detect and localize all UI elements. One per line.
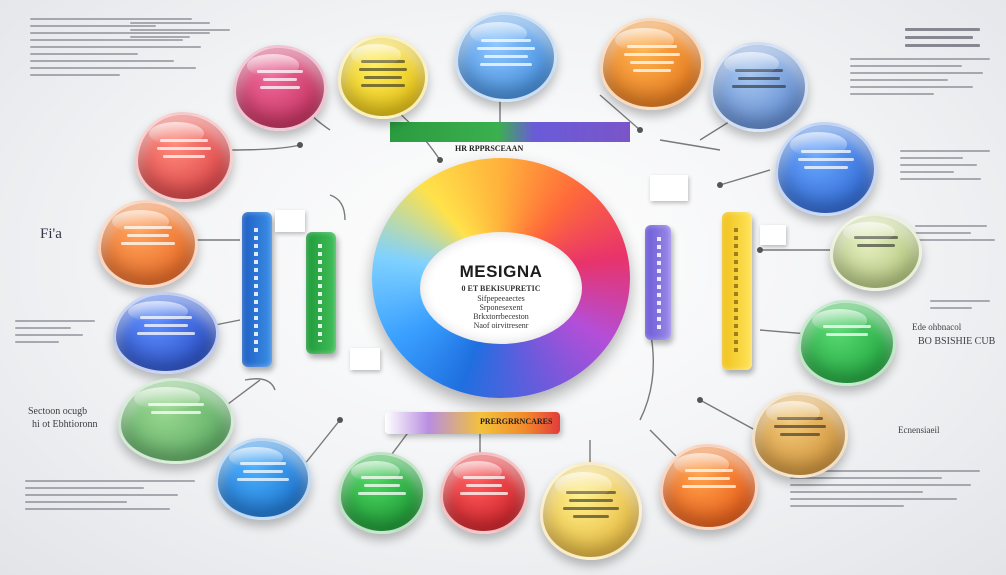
top-banner-text: HR RPPRSCEAAN [455, 144, 524, 153]
annotation-left-2: hi ot Ebhtioronn [32, 419, 98, 430]
text-block-header-right [905, 28, 980, 52]
note-card-4 [760, 225, 786, 245]
bubble-5 [710, 42, 808, 132]
annotation-left-1: Sectoon ocugb [28, 406, 88, 417]
center-title: MESIGNA [459, 262, 543, 281]
bubble-8 [775, 122, 877, 216]
center-subtitle-1: Sifpepeeaectes [477, 294, 525, 303]
text-block-right-lower [915, 225, 995, 246]
bubble-15 [338, 452, 426, 534]
pill-purple [645, 225, 671, 340]
center-subtitle-3: Brkxtorrbeceston [473, 312, 529, 321]
pill-green [306, 232, 336, 354]
annotation-right-2: Ede ohbnacol [912, 322, 962, 332]
top-banner-arrow [390, 122, 630, 142]
bubble-6 [135, 112, 233, 202]
center-core [420, 232, 582, 344]
bubble-9 [830, 213, 922, 291]
text-block-top-left-2 [130, 22, 230, 43]
note-card-2 [650, 175, 688, 201]
center-subtitle-0: 0 ET BEKISUPRETIC [461, 284, 541, 293]
text-block-right-mid [900, 150, 990, 185]
text-block-right-small [930, 300, 990, 314]
bottom-bar [385, 412, 560, 434]
text-block-bottom-left [25, 480, 195, 515]
bubble-4 [600, 18, 704, 110]
pill-yellow [722, 212, 752, 370]
bubble-13 [752, 392, 848, 478]
bubble-11 [798, 300, 896, 386]
bubble-10 [113, 292, 219, 374]
bottom-bar-text: PRERGRRNCARES [480, 417, 553, 426]
note-card-3 [350, 348, 380, 370]
annotation-left-top: Fi'a [40, 226, 62, 242]
center-subtitle-2: Srponesexent [479, 303, 523, 312]
text-block-top-left [30, 18, 210, 81]
bubble-17 [540, 462, 642, 560]
bubble-18 [660, 444, 758, 530]
center-subtitle-4: Naof oirvitresenr [473, 321, 529, 330]
text-block-top-right [850, 58, 990, 100]
bubble-2 [338, 35, 428, 119]
annotation-right-1: BO BSISHIE CUB [918, 336, 996, 347]
bubble-3 [455, 12, 557, 102]
annotation-right-3: Ecnensiaeil [898, 425, 940, 435]
bubble-16 [440, 452, 528, 534]
bubble-12 [118, 378, 234, 464]
note-card-1 [275, 210, 305, 232]
bubble-1 [233, 45, 327, 131]
bubble-14 [215, 438, 311, 520]
text-block-bottom-right [790, 470, 980, 512]
text-block-left-mid [15, 320, 95, 348]
bubble-7 [98, 200, 198, 288]
pill-blue [242, 212, 272, 367]
